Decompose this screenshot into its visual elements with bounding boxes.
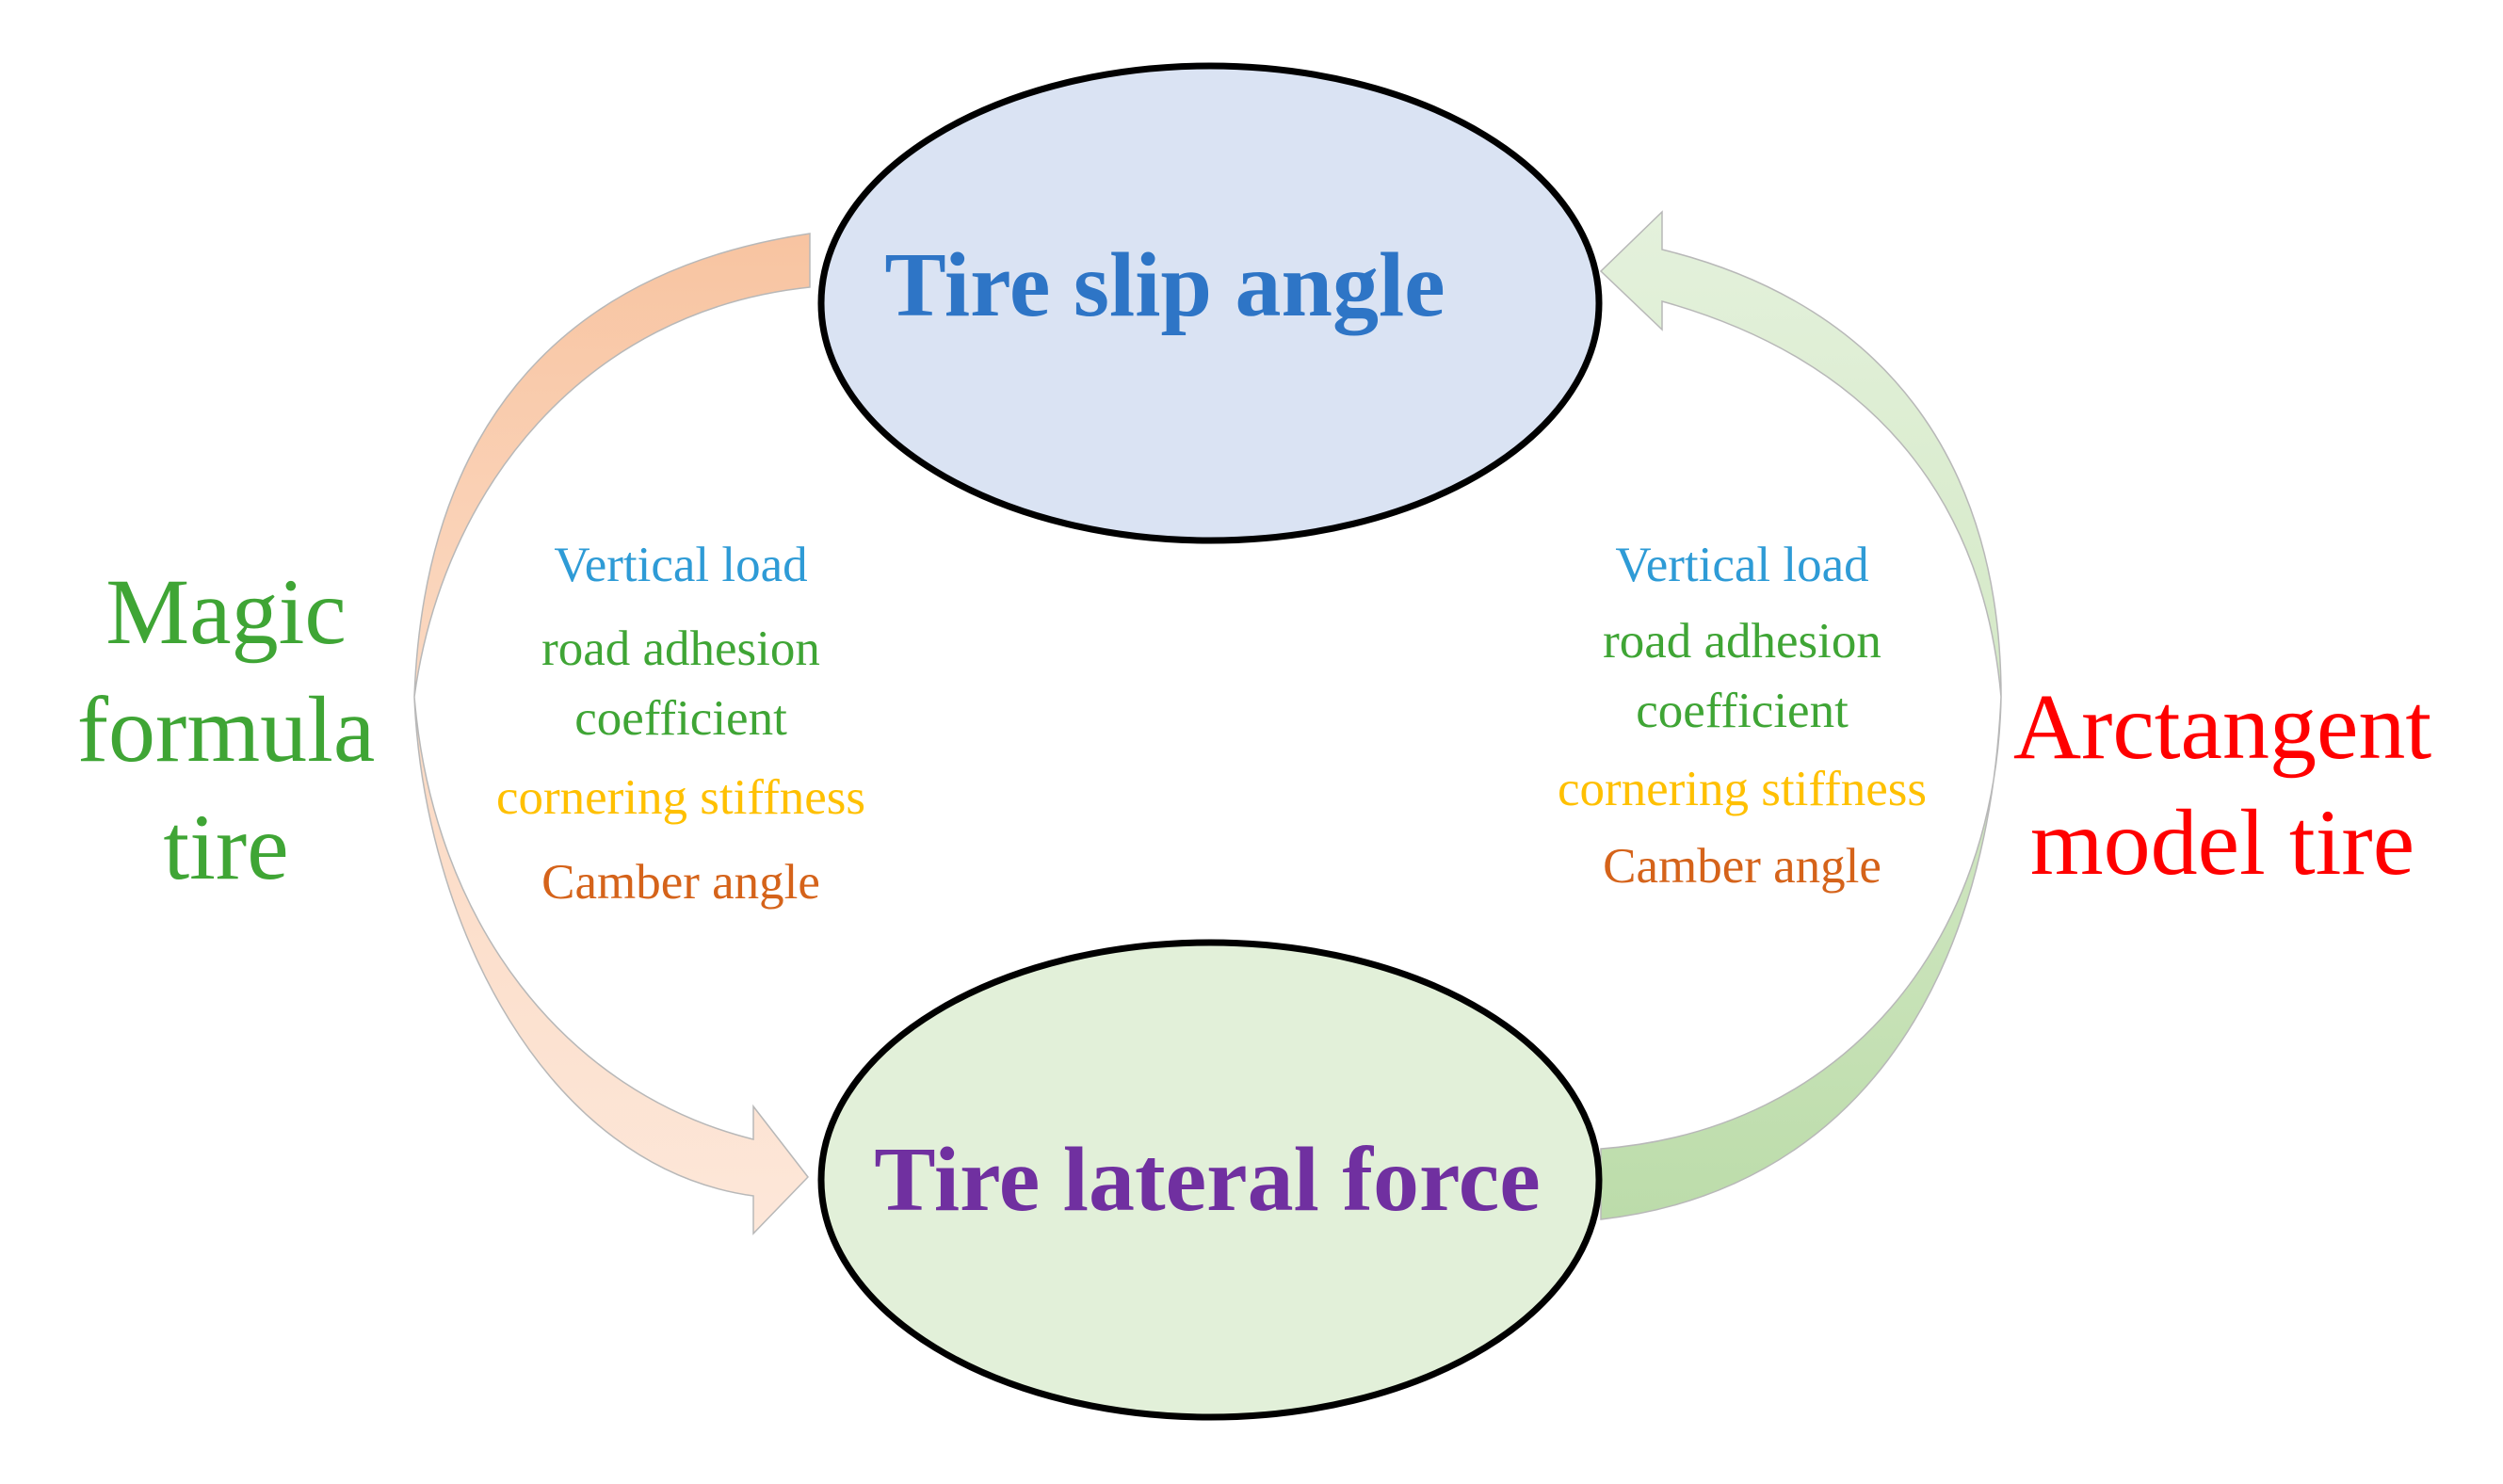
right-flow-arrow <box>1599 210 2002 1220</box>
factor-camber-angle: Camber angle <box>541 855 820 910</box>
magic-formula-line: tire <box>163 795 288 899</box>
factor-vertical-load: Vertical load <box>1615 538 1868 592</box>
factor-road-adhesion: road adhesion <box>1603 614 1881 669</box>
factor-camber-angle: Camber angle <box>1603 839 1881 894</box>
factor-road-adhesion: road adhesion <box>541 621 820 676</box>
magic-formula-label: Magic formula tire <box>77 559 376 899</box>
right-factor-list: Vertical load road adhesion coefficient … <box>1558 538 1927 894</box>
arctangent-line: model tire <box>2030 790 2414 895</box>
magic-formula-line: Magic <box>105 559 346 664</box>
factor-cornering-stiffness: cornering stiffness <box>496 770 865 825</box>
factor-vertical-load: Vertical load <box>554 538 807 592</box>
factor-coefficient: coefficient <box>1636 684 1849 738</box>
factor-cornering-stiffness: cornering stiffness <box>1558 762 1927 816</box>
magic-formula-line: formula <box>77 677 376 782</box>
left-flow-arrow <box>413 233 811 1235</box>
lateral-force-label: Tire lateral force <box>874 1129 1541 1231</box>
slip-angle-node <box>817 62 1603 544</box>
arctangent-model-label: Arctangent model tire <box>2013 674 2431 895</box>
left-factor-list: Vertical load road adhesion coefficient … <box>496 538 865 910</box>
arctangent-line: Arctangent <box>2013 674 2431 779</box>
factor-coefficient: coefficient <box>574 691 787 746</box>
slip-angle-label: Tire slip angle <box>884 234 1445 336</box>
lateral-force-node <box>817 939 1603 1421</box>
